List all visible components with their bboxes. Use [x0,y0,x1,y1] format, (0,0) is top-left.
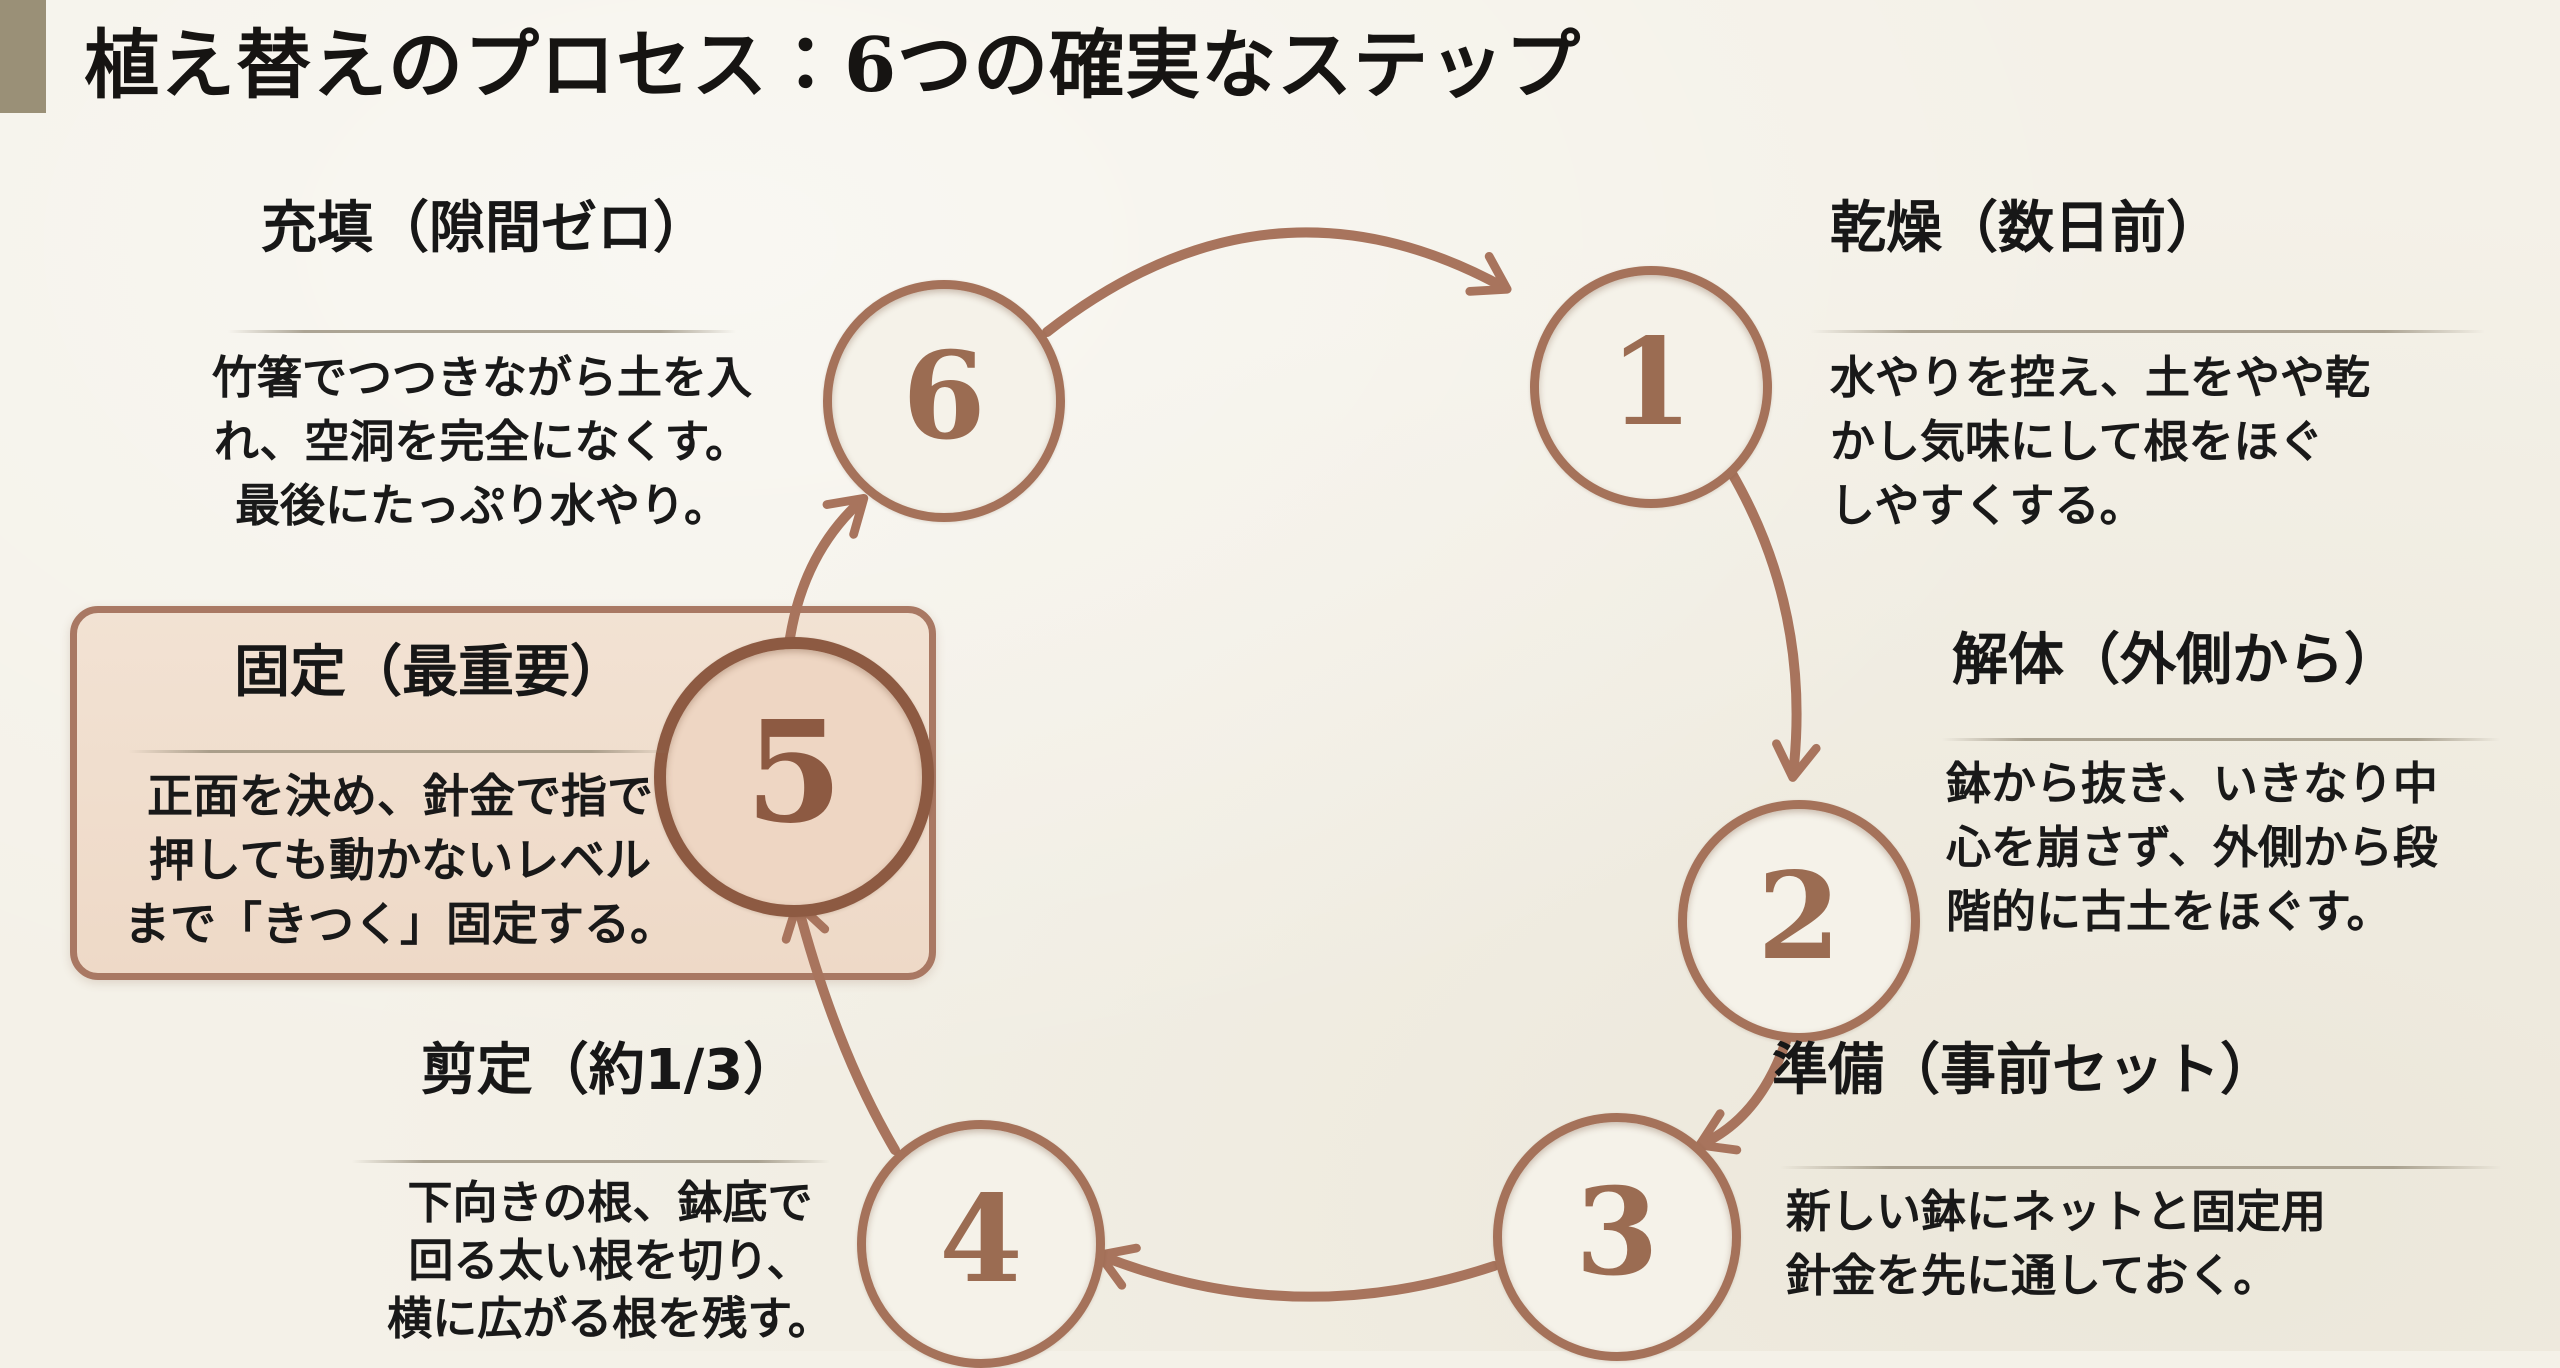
arrow-4-to-5 [781,899,900,1155]
step-3-node: 3 [1493,1113,1741,1361]
body-line: 水やりを控え、土をやや乾 [1830,351,2371,404]
body-line: かし気味にして根をほぐ [1830,415,2324,468]
body-line: 竹箸でつつきながら土を入 [211,351,752,404]
step-2-divider [1942,738,2500,741]
body-line: れ、空洞を完全になくす。 [214,415,750,468]
body-line: 階的に古土をほぐす。 [1946,885,2392,938]
arrow-1-to-2 [1725,465,1821,782]
body-line: 新しい鉢にネットと固定用 [1786,1185,2327,1238]
step-5-number: 5 [745,691,843,855]
step-3-divider [1780,1166,2502,1169]
step-3-number: 3 [1575,1162,1659,1303]
step-1-divider [1810,330,2485,333]
step-1-title: 乾燥（数日前） [1830,196,2222,261]
arrow-2-to-3 [1695,1027,1794,1155]
step-2-title: 解体（外側から） [1952,628,2400,693]
step-4-number: 4 [939,1169,1023,1310]
step-6-title: 充填（隙間ゼロ） [261,196,709,261]
corner-accent-bar [0,0,46,113]
step-6-node: 6 [823,280,1065,522]
step-1-node: 1 [1530,266,1772,508]
step-3-body: 新しい鉢にネットと固定用 針金を先に通しておく。 [1786,1180,2326,1308]
body-line: 押しても動かないレベル [148,833,652,887]
step-6-divider [228,330,736,333]
step-1-body: 水やりを控え、土をやや乾 かし気味にして根をほぐ しやすくする。 [1830,346,2370,538]
step-4-title: 剪定（約1/3） [420,1038,800,1103]
step-5-title: 固定（最重要） [234,640,626,705]
step-1-number: 1 [1609,312,1693,453]
step-6-number: 6 [902,326,986,467]
body-line: 横に広がる根を残す。 [387,1292,833,1345]
arrow-5-to-6 [785,493,869,643]
arrow-3-to-4 [1095,1243,1499,1302]
step-2-body: 鉢から抜き、いきなり中 心を崩さず、外側から段 階的に古土をほぐす。 [1946,752,2438,944]
step-4-body: 下向きの根、鉢底で 回る太い根を切り、 横に広がる根を残す。 [320,1174,900,1348]
body-line: 針金を先に通しておく。 [1786,1249,2279,1302]
body-line: 下向きの根、鉢底で [407,1176,813,1229]
body-line: 鉢から抜き、いきなり中 [1946,757,2438,810]
body-line: しやすくする。 [1830,479,2145,532]
step-5-divider [128,750,673,753]
step-6-body: 竹箸でつつきながら土を入 れ、空洞を完全になくす。 最後にたっぷり水やり。 [152,346,812,538]
step-2-number: 2 [1757,846,1841,987]
arrow-6-to-1 [1042,227,1512,337]
body-line: 心を崩さず、外側から段 [1946,821,2438,874]
step-2-node: 2 [1678,800,1920,1042]
body-line: 正面を決め、針金で指で [147,769,653,823]
body-line: まで「きつく」固定する。 [124,897,676,951]
step-4-divider [352,1160,830,1163]
step-3-title: 準備（事前セット） [1772,1038,2276,1103]
step-5-body: 正面を決め、針金で指で 押しても動かないレベル まで「きつく」固定する。 [90,764,710,956]
page-title: 植え替えのプロセス：6つの確実なステップ [84,21,1582,109]
body-line: 回る太い根を切り、 [408,1234,812,1287]
body-line: 最後にたっぷり水やり。 [234,479,730,532]
